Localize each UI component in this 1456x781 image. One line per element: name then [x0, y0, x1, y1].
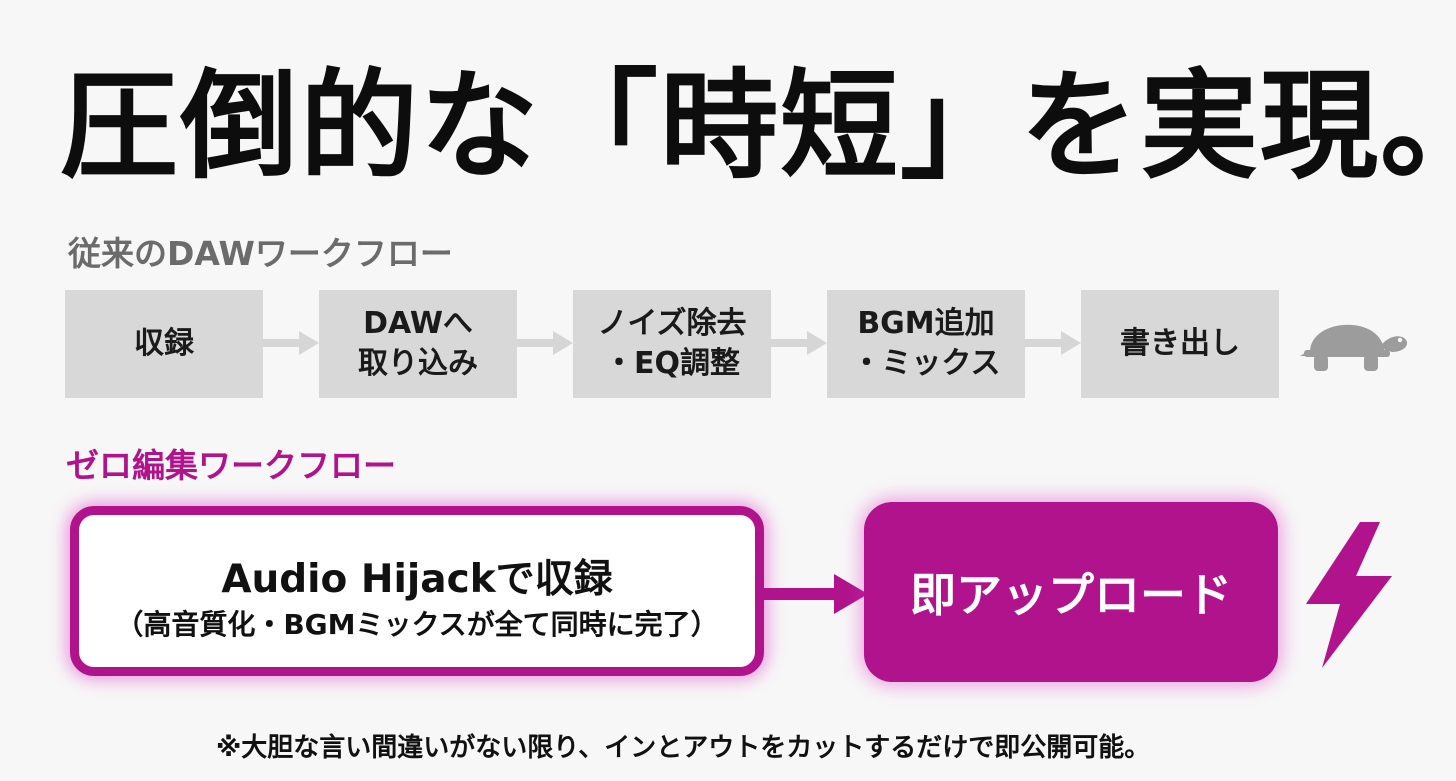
- arrow-right-icon: [1025, 331, 1081, 355]
- audio-hijack-box: Audio Hijackで収録 （高音質化・BGMミックスが全て同時に完了）: [70, 506, 764, 676]
- step-bgm-mix-line-2: ・ミックス: [851, 346, 1001, 381]
- step-recording-line-1: 収録: [134, 326, 194, 361]
- footnote: ※大胆な言い間違いがない限り、インとアウトをカットするだけで即公開可能。: [216, 733, 1151, 763]
- arrow-right-icon: [771, 331, 827, 355]
- step-bgm-mix-line-1: BGM追加: [857, 306, 995, 341]
- arrow-right-icon: [517, 331, 573, 355]
- arrow-right-icon: [263, 331, 319, 355]
- step-noise-eq-line-2: ・EQ調整: [603, 346, 740, 381]
- zero-edit-workflow-label: ゼロ編集ワークフロー: [66, 446, 396, 485]
- step-export: 書き出し: [1081, 290, 1279, 398]
- audio-hijack-title: Audio Hijackで収録: [221, 557, 613, 602]
- step-daw-import-line-1: DAWへ: [363, 306, 473, 341]
- arrow-right-icon: [764, 574, 868, 614]
- step-noise-eq: ノイズ除去 ・EQ調整: [573, 290, 771, 398]
- step-bgm-mix: BGM追加 ・ミックス: [827, 290, 1025, 398]
- lightning-bolt-icon: [1306, 522, 1392, 668]
- audio-hijack-subtitle: （高音質化・BGMミックスが全て同時に完了）: [115, 608, 719, 641]
- step-export-line-1: 書き出し: [1120, 326, 1240, 361]
- headline: 圧倒的な「時短」を実現。: [60, 57, 1456, 195]
- step-daw-import: DAWへ 取り込み: [319, 290, 517, 398]
- turtle-icon: [1300, 324, 1408, 371]
- step-daw-import-line-2: 取り込み: [358, 346, 478, 381]
- traditional-workflow-label: 従来のDAWワークフロー: [68, 234, 453, 273]
- instant-upload-box: 即アップロード: [864, 502, 1278, 682]
- step-recording: 収録: [65, 290, 263, 398]
- step-noise-eq-line-1: ノイズ除去: [597, 306, 747, 341]
